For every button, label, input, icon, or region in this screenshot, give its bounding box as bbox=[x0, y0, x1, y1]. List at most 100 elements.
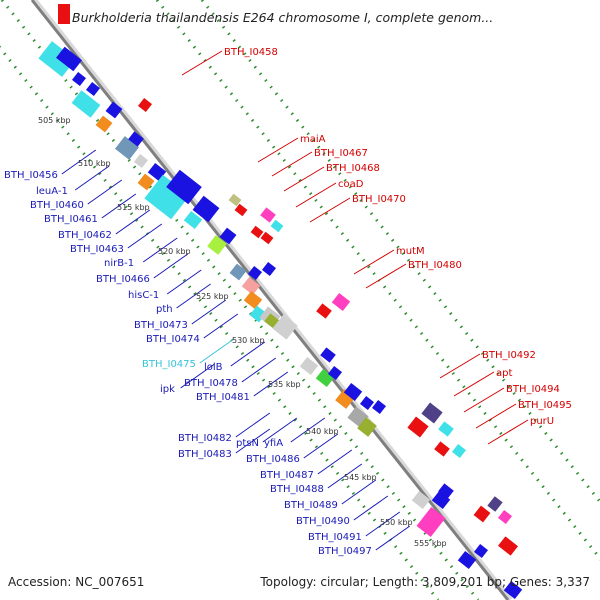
gene-feature bbox=[247, 265, 263, 281]
label-leader-line bbox=[365, 511, 401, 537]
gene-feature bbox=[407, 416, 429, 438]
label-leader-line bbox=[341, 479, 377, 505]
gene-label: purU bbox=[530, 416, 554, 427]
tick-label: 510 kbp bbox=[78, 159, 111, 168]
gene-label: BTH_I0482 bbox=[178, 433, 232, 444]
label-leader-line bbox=[101, 193, 137, 219]
gene-label: maiA bbox=[300, 134, 326, 145]
gene-feature bbox=[56, 46, 82, 72]
gene-feature bbox=[166, 169, 202, 205]
label-leader-line bbox=[463, 387, 505, 413]
map-title: Burkholderia thailandensis E264 chromoso… bbox=[72, 10, 493, 25]
gene-label: coaD bbox=[338, 179, 364, 190]
gene-feature bbox=[438, 421, 454, 437]
gene-feature bbox=[416, 507, 446, 537]
gene-feature bbox=[85, 81, 101, 97]
label-leader-line bbox=[262, 417, 298, 443]
gene-feature bbox=[371, 399, 387, 415]
gene-feature bbox=[241, 276, 261, 296]
gene-label: BTH_I0483 bbox=[178, 449, 232, 460]
gene-label: pth bbox=[156, 304, 173, 315]
label-leader-line bbox=[87, 179, 123, 205]
gene-label: BTH_I0494 bbox=[506, 384, 560, 395]
label-leader-line bbox=[375, 525, 411, 551]
gene-label: BTH_I0468 bbox=[326, 163, 380, 174]
gene-label: BTH_I0495 bbox=[518, 400, 572, 411]
gene-feature bbox=[229, 263, 247, 281]
label-leader-line bbox=[453, 371, 495, 397]
label-leader-line bbox=[317, 449, 353, 475]
gene-feature bbox=[137, 97, 153, 113]
gene-feature bbox=[114, 136, 140, 160]
gene-feature bbox=[421, 402, 443, 424]
gene-feature bbox=[357, 417, 377, 437]
gene-feature bbox=[137, 173, 155, 191]
label-leader-line bbox=[290, 417, 326, 443]
label-leader-line bbox=[487, 419, 529, 445]
label-leader-line bbox=[142, 237, 178, 263]
gene-feature bbox=[183, 210, 203, 230]
label-leader-line bbox=[74, 165, 110, 191]
label-leader-line bbox=[257, 137, 299, 163]
gene-feature bbox=[133, 153, 149, 169]
gene-feature bbox=[473, 505, 491, 523]
label-leader-line bbox=[191, 299, 227, 325]
gene-label: BTH_I0460 bbox=[30, 200, 84, 211]
gene-feature bbox=[434, 441, 450, 457]
gene-features bbox=[38, 41, 523, 600]
gene-feature bbox=[331, 292, 351, 312]
gene-label: BTH_I0466 bbox=[96, 274, 150, 285]
gene-label: BTH_I0492 bbox=[482, 350, 536, 361]
gene-feature bbox=[359, 395, 375, 411]
gene-label: BTH_I0470 bbox=[352, 194, 406, 205]
gene-feature bbox=[487, 496, 503, 512]
gene-feature bbox=[261, 261, 277, 277]
gene-label: lolB bbox=[204, 362, 223, 373]
label-leader-line bbox=[115, 209, 151, 235]
gene-feature bbox=[38, 41, 76, 77]
gene-feature bbox=[411, 490, 431, 510]
label-leader-line bbox=[475, 403, 517, 429]
gene-feature bbox=[260, 207, 276, 223]
gene-feature bbox=[431, 490, 451, 510]
gene-feature bbox=[219, 227, 237, 245]
gene-label: BTH_I0491 bbox=[308, 532, 362, 543]
label-leader-line bbox=[230, 341, 266, 367]
gene-label: BTH_I0478 bbox=[184, 378, 238, 389]
gene-feature bbox=[316, 303, 332, 319]
label-leader-line bbox=[309, 197, 351, 223]
gene-feature bbox=[207, 235, 227, 255]
gene-label: BTH_I0473 bbox=[134, 320, 188, 331]
tick-label: 535 kbp bbox=[268, 380, 301, 389]
gene-label: BTH_I0467 bbox=[314, 148, 368, 159]
gene-label: BTH_I0489 bbox=[284, 500, 338, 511]
gene-feature bbox=[105, 101, 123, 119]
tick-label: 520 kbp bbox=[158, 247, 191, 256]
gene-feature bbox=[498, 536, 518, 556]
gene-label: BTH_I0480 bbox=[408, 260, 462, 271]
gene-label: BTH_I0497 bbox=[318, 546, 372, 557]
label-leader-line bbox=[295, 182, 337, 208]
gene-label: BTH_I0487 bbox=[260, 470, 314, 481]
label-leader-line bbox=[180, 363, 215, 389]
label-leader-line bbox=[181, 50, 223, 76]
gene-label: BTH_I0481 bbox=[196, 392, 250, 403]
gene-label: BTH_I0456 bbox=[4, 170, 58, 181]
gene-feature bbox=[128, 131, 144, 147]
tick-label: 555 kbp bbox=[414, 539, 447, 548]
label-leader-line bbox=[283, 166, 325, 192]
gene-label: yfiA bbox=[264, 438, 283, 449]
label-leader-lines bbox=[61, 50, 529, 551]
summary-text: Topology: circular; Length: 3,809,201 bp… bbox=[259, 575, 590, 589]
gene-feature bbox=[95, 115, 113, 133]
gene-label: ptsN bbox=[236, 438, 259, 449]
gene-label: nirB-1 bbox=[104, 258, 134, 269]
gene-feature bbox=[250, 225, 264, 239]
gene-feature bbox=[473, 543, 489, 559]
gene-label: BTH_I0474 bbox=[146, 334, 200, 345]
gene-label: BTH_I0458 bbox=[224, 47, 278, 58]
label-leader-line bbox=[127, 223, 163, 249]
gene-label: mutM bbox=[396, 246, 425, 257]
gene-feature bbox=[272, 314, 298, 340]
